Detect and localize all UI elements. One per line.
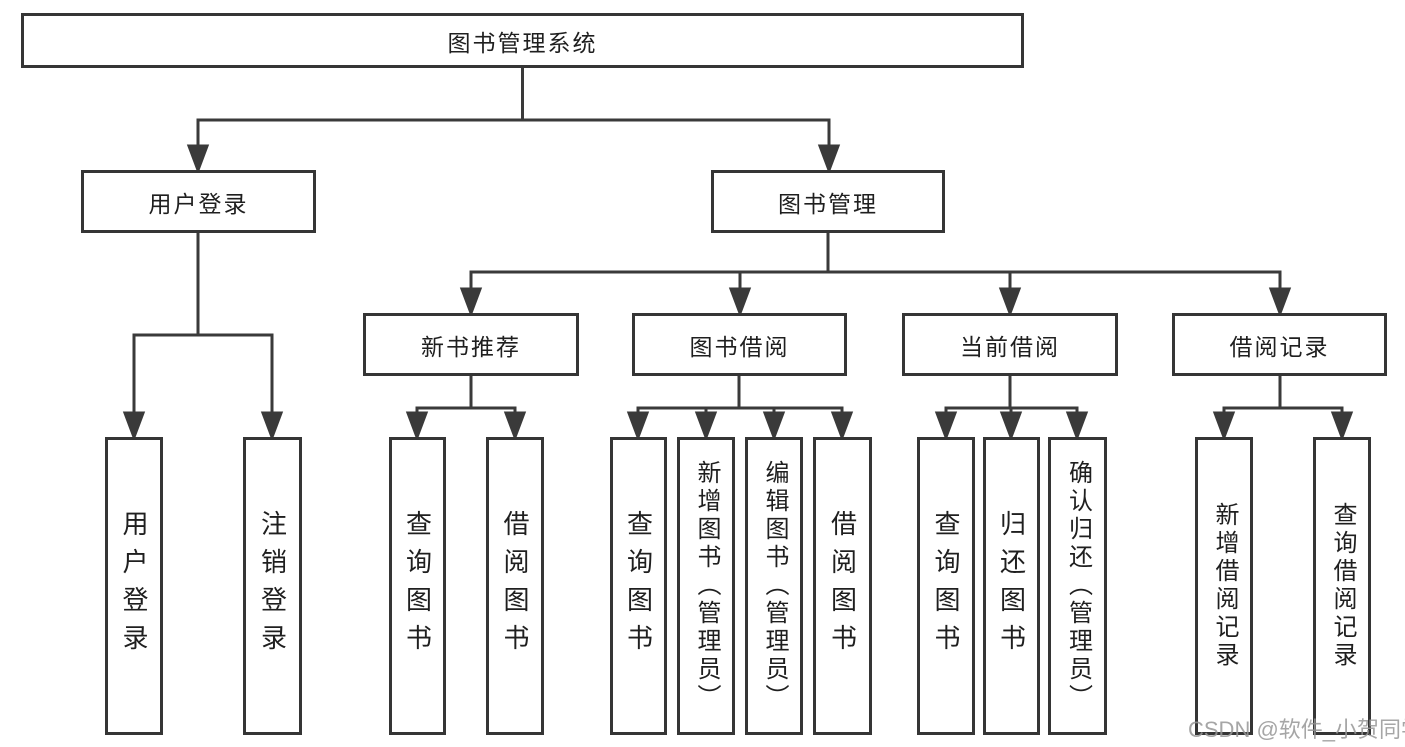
node-label: 用户登录 xyxy=(148,190,249,217)
node-current-borrow: 当前借阅 xyxy=(902,313,1118,376)
leaf-label: 注销登录 xyxy=(257,510,288,662)
leaf-label: 编辑图书（管理员） xyxy=(761,460,788,712)
leaf-borrow-books: 借阅图书 xyxy=(813,437,872,735)
leaf-label: 查询借阅记录 xyxy=(1329,502,1356,670)
leaf-query-books-current: 查询图书 xyxy=(917,437,975,735)
leaf-label: 归还图书 xyxy=(996,510,1027,662)
node-borrow-records: 借阅记录 xyxy=(1172,313,1387,376)
leaf-return-books: 归还图书 xyxy=(983,437,1040,735)
leaf-label: 新增借阅记录 xyxy=(1211,502,1238,670)
leaf-add-borrow-record: 新增借阅记录 xyxy=(1195,437,1253,735)
leaf-label: 查询图书 xyxy=(931,510,961,662)
leaf-label: 借阅图书 xyxy=(827,510,858,662)
leaf-query-books-recommend: 查询图书 xyxy=(389,437,446,735)
node-user-login-branch: 用户登录 xyxy=(81,170,316,233)
leaf-label: 用户登录 xyxy=(119,510,149,662)
node-new-book-recommend: 新书推荐 xyxy=(363,313,579,376)
node-book-management-branch: 图书管理 xyxy=(711,170,945,233)
leaf-logout: 注销登录 xyxy=(243,437,302,735)
leaf-query-borrow-record: 查询借阅记录 xyxy=(1313,437,1371,735)
leaf-label: 查询图书 xyxy=(623,510,654,662)
node-label: 借阅记录 xyxy=(1229,333,1330,360)
leaf-label: 确认归还（管理员） xyxy=(1064,460,1092,712)
node-label: 图书管理系统 xyxy=(447,29,598,56)
leaf-edit-books-admin: 编辑图书（管理员） xyxy=(745,437,803,735)
leaf-confirm-return-admin: 确认归还（管理员） xyxy=(1048,437,1107,735)
node-label: 新书推荐 xyxy=(421,333,521,360)
node-label: 当前借阅 xyxy=(960,333,1060,360)
leaf-label: 查询图书 xyxy=(402,510,433,662)
leaf-user-login: 用户登录 xyxy=(105,437,163,735)
node-book-borrow: 图书借阅 xyxy=(632,313,847,376)
node-label: 图书管理 xyxy=(778,190,878,217)
leaf-borrow-books-recommend: 借阅图书 xyxy=(486,437,544,735)
node-library-management-system: 图书管理系统 xyxy=(21,13,1024,68)
leaf-label: 新增图书（管理员） xyxy=(693,460,720,712)
leaf-add-books-admin: 新增图书（管理员） xyxy=(677,437,735,735)
leaf-label: 借阅图书 xyxy=(500,510,530,662)
node-label: 图书借阅 xyxy=(689,333,790,360)
leaf-query-books-borrow: 查询图书 xyxy=(610,437,667,735)
